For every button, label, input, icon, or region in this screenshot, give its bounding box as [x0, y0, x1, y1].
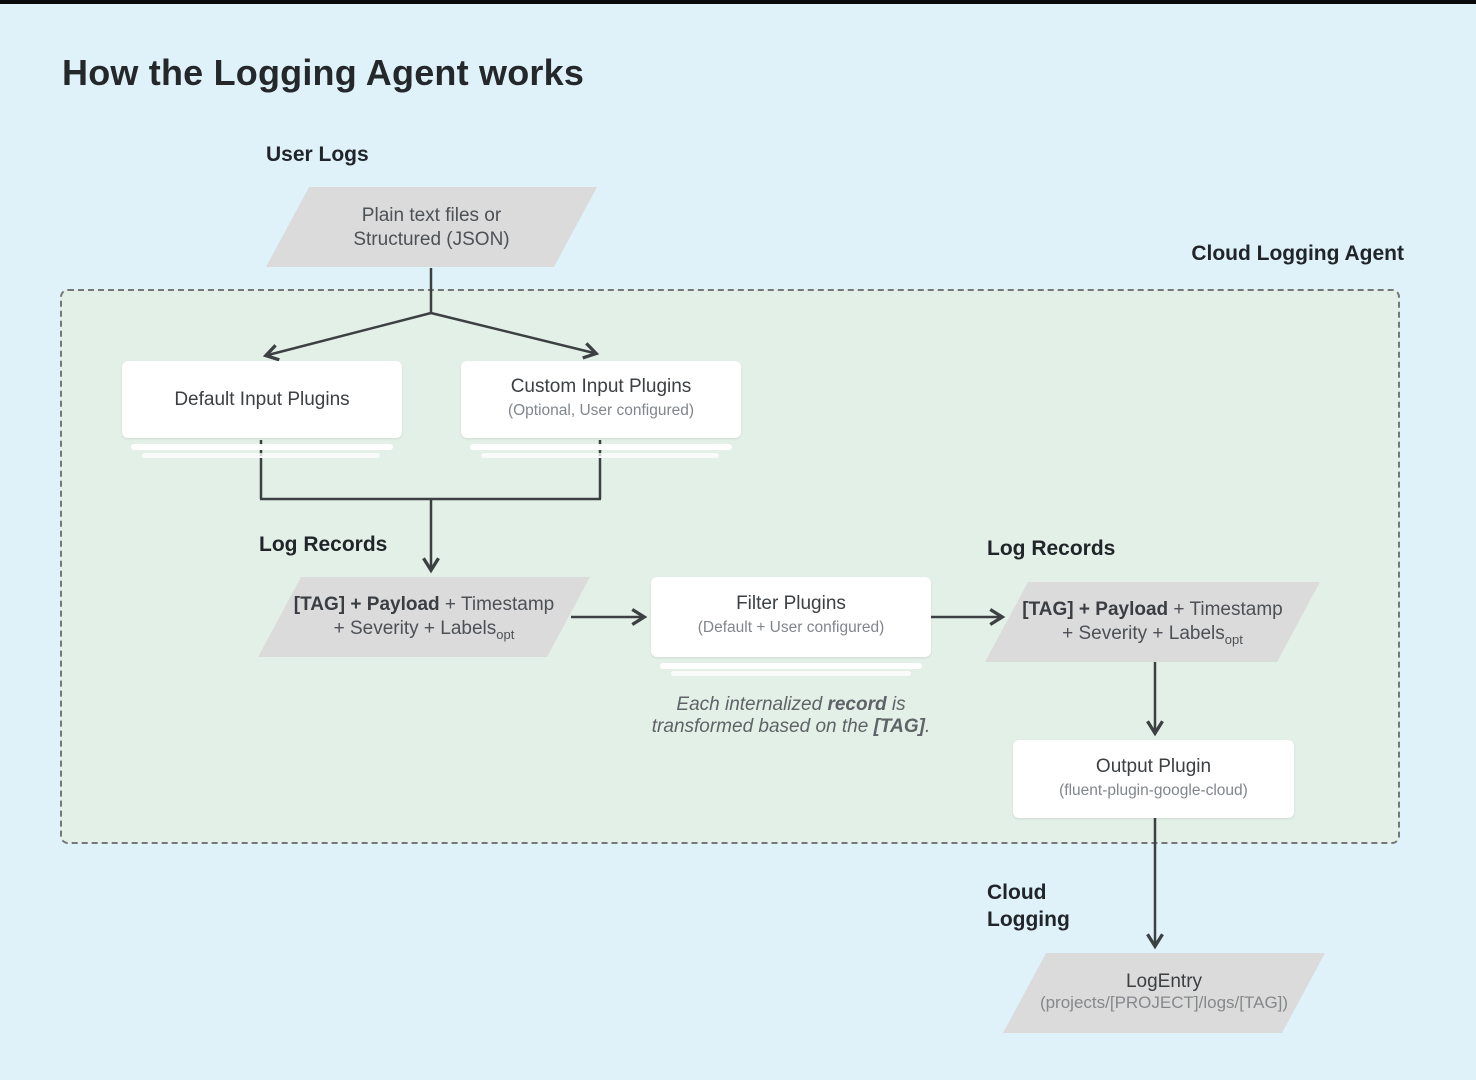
filter-plugins-box: Filter Plugins (Default + User configure…	[651, 577, 931, 657]
log-record-right-bold: [TAG] + Payload	[1022, 599, 1169, 620]
output-plugin-box: Output Plugin (fluent-plugin-google-clou…	[1013, 740, 1294, 818]
filter-note-line1: Each internalized record is	[616, 694, 966, 716]
cloud-logging-agent-label: Cloud Logging Agent	[1191, 242, 1404, 265]
log-records-right-label: Log Records	[987, 537, 1116, 560]
log-record-right-line2: + Severity + Labelsopt	[985, 622, 1320, 652]
default-input-stack-2	[142, 453, 380, 458]
custom-input-stack-1	[470, 444, 732, 450]
log-record-right-tail: + Timestamp	[1168, 599, 1283, 620]
filter-plugins-title: Filter Plugins	[736, 593, 846, 614]
filter-plugins-stack-1	[660, 663, 922, 669]
log-records-right-shape: [TAG] + Payload + Timestamp + Severity +…	[985, 582, 1320, 662]
log-record-left-line2-text: + Severity + Labels	[333, 618, 497, 639]
note-bold2: [TAG]	[873, 716, 925, 737]
note-post2: .	[924, 716, 931, 737]
window-top-edge	[0, 0, 1476, 4]
output-plugin-title: Output Plugin	[1095, 756, 1212, 777]
log-entry-shape: LogEntry (projects/[PROJECT]/logs/[TAG])	[1003, 953, 1325, 1033]
log-entry-title: LogEntry	[1125, 971, 1203, 992]
default-input-stack-1	[131, 444, 393, 450]
custom-input-plugins-title: Custom Input Plugins	[510, 376, 692, 397]
log-record-left-line1: [TAG] + Payload + Timestamp	[258, 593, 590, 617]
filter-note: Each internalized record is transformed …	[616, 694, 966, 738]
log-record-right-line2-text: + Severity + Labels	[1062, 623, 1225, 644]
source-line2: Structured (JSON)	[353, 229, 510, 250]
log-record-right-sub: opt	[1224, 631, 1243, 647]
filter-plugins-stack-2	[671, 671, 911, 676]
custom-input-plugins-box: Custom Input Plugins (Optional, User con…	[461, 361, 741, 438]
log-record-left-tail: + Timestamp	[439, 594, 555, 615]
filter-note-line2: transformed based on the [TAG].	[616, 716, 966, 738]
custom-input-plugins-subtitle: (Optional, User configured)	[507, 402, 695, 419]
page-title: How the Logging Agent works	[62, 52, 585, 93]
default-input-plugins-box: Default Input Plugins	[122, 361, 402, 438]
source-line1: Plain text files or	[361, 205, 502, 226]
cloud-logging-label: Cloud Logging	[987, 879, 1070, 933]
filter-plugins-subtitle: (Default + User configured)	[697, 619, 885, 636]
output-plugin-subtitle: (fluent-plugin-google-cloud)	[1059, 782, 1248, 799]
log-records-left-shape: [TAG] + Payload + Timestamp + Severity +…	[258, 577, 590, 657]
cloud-logging-label-line2: Logging	[987, 908, 1070, 931]
log-record-left-sub: opt	[496, 626, 515, 642]
log-records-left-label: Log Records	[259, 533, 388, 556]
note-pre1: Each internalized	[676, 694, 828, 715]
cloud-logging-label-line1: Cloud	[987, 881, 1047, 904]
note-pre2: transformed based on the	[651, 716, 874, 737]
note-post1: is	[886, 694, 906, 715]
custom-input-stack-2	[481, 453, 719, 458]
log-entry-subtitle: (projects/[PROJECT]/logs/[TAG])	[1039, 993, 1289, 1012]
note-bold1: record	[827, 694, 887, 715]
log-record-left-line2: + Severity + Labelsopt	[258, 617, 590, 647]
user-logs-label: User Logs	[266, 143, 369, 166]
log-record-left-bold: [TAG] + Payload	[293, 594, 440, 615]
user-logs-source-shape: Plain text files or Structured (JSON)	[266, 187, 597, 267]
default-input-plugins-title: Default Input Plugins	[174, 389, 350, 410]
log-record-right-line1: [TAG] + Payload + Timestamp	[985, 598, 1320, 622]
